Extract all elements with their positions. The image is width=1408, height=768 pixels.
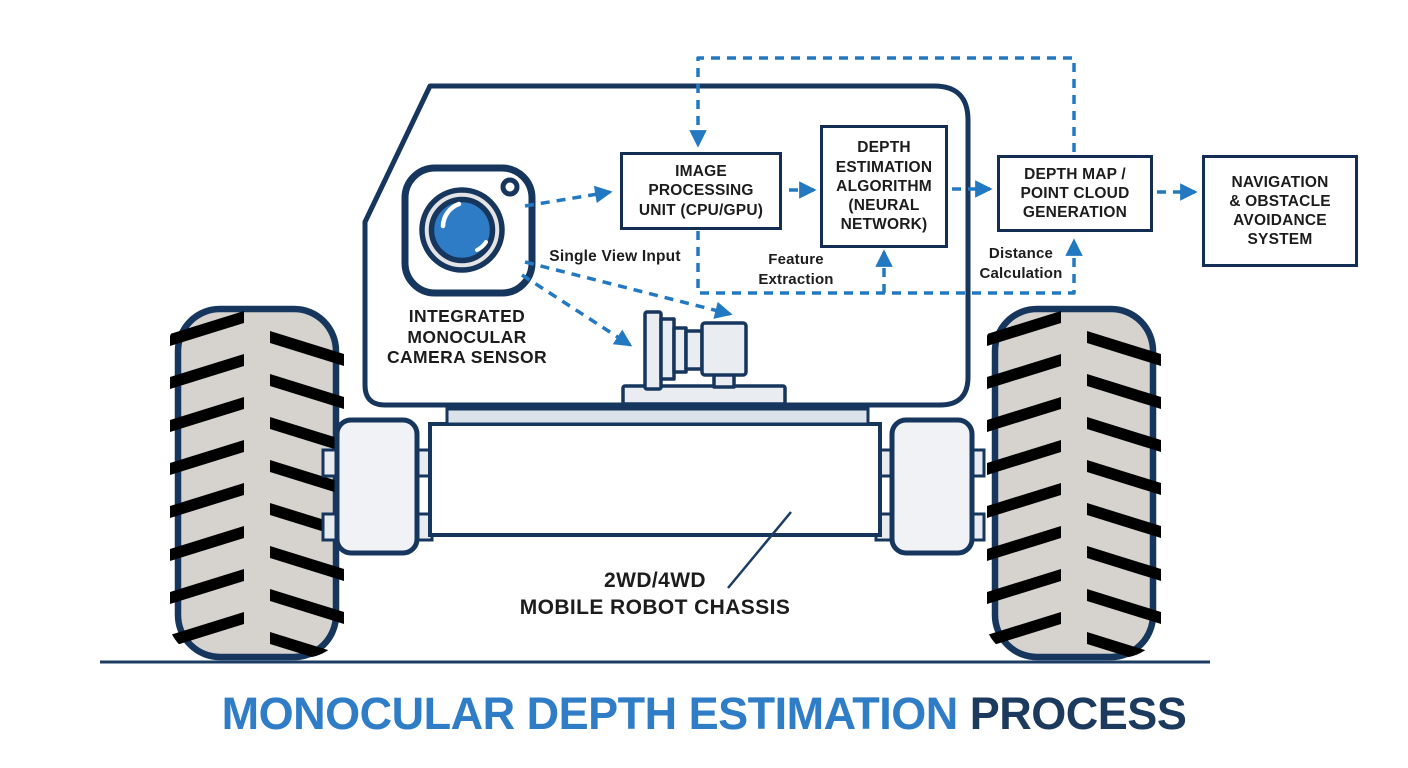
- box-depth-estimation-algorithm: DEPTH ESTIMATION ALGORITHM (NEURAL NETWO…: [820, 125, 948, 248]
- process-flow-arrows: [521, 56, 1198, 347]
- title-rest: PROCESS: [969, 688, 1187, 739]
- camera-sensor-label: INTEGRATED MONOCULAR CAMERA SENSOR: [386, 306, 548, 367]
- camera-icon: [401, 164, 536, 297]
- arrow-camera-to-mounted-camera-1: [524, 260, 733, 319]
- distance-calculation-path: [696, 231, 1083, 295]
- title-highlight: MONOCULAR DEPTH ESTIMATION: [221, 688, 959, 739]
- left-wheel-icon: [170, 309, 344, 667]
- chassis-top-plate: [445, 407, 870, 426]
- left-axle-hub: [321, 417, 434, 556]
- feature-extraction-label: Feature Extraction: [758, 251, 834, 288]
- feedback-loop-top: [689, 56, 1076, 152]
- distance-calculation-label: Distance Calculation: [979, 245, 1063, 282]
- chassis-box: [428, 422, 882, 537]
- chassis-label: 2WD/4WD MOBILE ROBOT CHASSIS: [519, 569, 791, 619]
- right-axle-hub: [874, 417, 986, 556]
- mounted-camera-icon: [621, 310, 787, 406]
- single-view-input-label: Single View Input: [549, 248, 681, 265]
- arrow-camera-to-mounted-camera-2: [521, 273, 633, 347]
- chassis-label-leader-line: [727, 511, 792, 589]
- box-depth-map-generation: DEPTH MAP / POINT CLOUD GENERATION: [997, 155, 1153, 232]
- box-navigation-system: NAVIGATION & OBSTACLE AVOIDANCE SYSTEM: [1202, 155, 1358, 267]
- robot-body-outline: [362, 83, 971, 408]
- arrow-camera-to-processing: [524, 185, 613, 208]
- box-image-processing-unit: IMAGE PROCESSING UNIT (CPU/GPU): [620, 152, 782, 230]
- right-wheel-icon: [987, 309, 1161, 667]
